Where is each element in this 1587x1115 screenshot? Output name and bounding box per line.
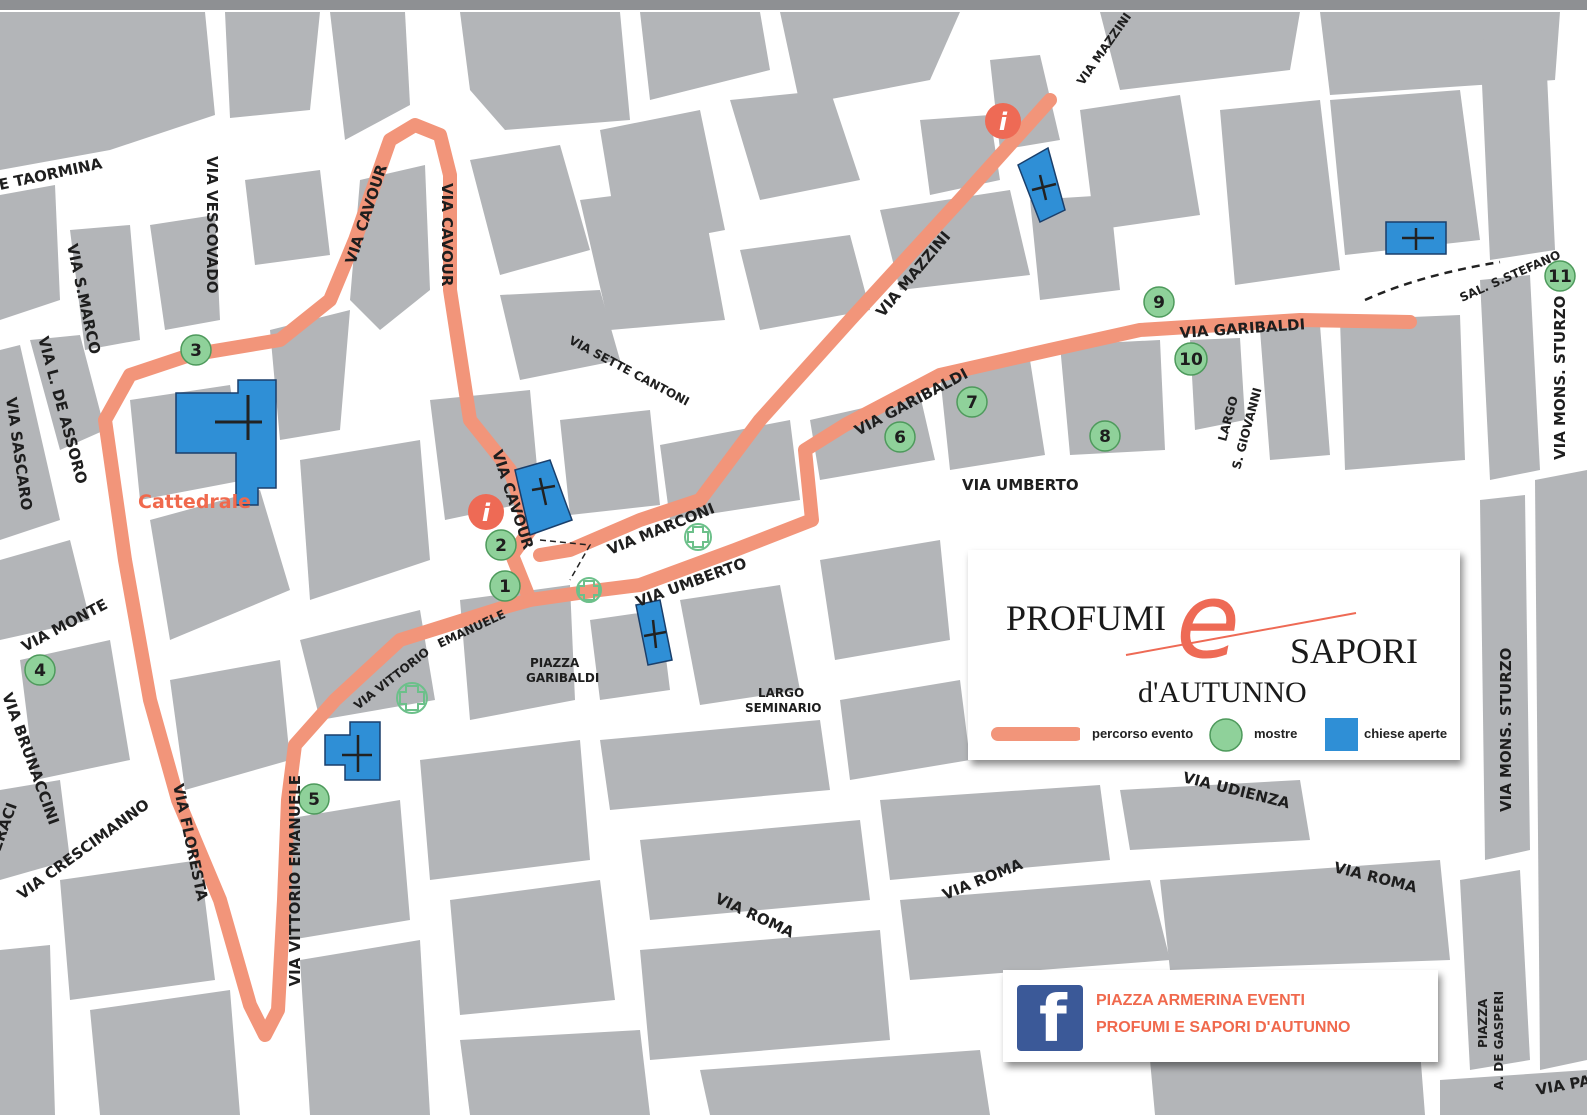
svg-text:11: 11 (1548, 267, 1572, 287)
legend-title-profumi: PROFUMI (1006, 598, 1167, 638)
map-legend: PROFUMI e SAPORI d'AUTUNNO percorso even… (968, 550, 1460, 760)
exhibition-marker-3: 3 (180, 334, 212, 366)
street-label-largo-seminario-2: SEMINARIO (745, 701, 821, 715)
street-label-via-sette-cantoni: VIA SETTE CANTONI (567, 333, 692, 408)
exhibition-marker-2: 2 (485, 529, 517, 561)
exhibition-marker-5: 5 (298, 783, 330, 815)
legend-churches-label: chiese aperte (1364, 726, 1448, 741)
info-icon (985, 103, 1021, 139)
legend-row: percorso evento mostre chiese aperte (982, 718, 1452, 752)
open-churches (175, 146, 1447, 781)
street-label-via-cavour-mid: VIA CAVOUR (438, 183, 456, 287)
exhibition-marker-4: 4 (24, 654, 56, 686)
svg-text:10: 10 (1179, 350, 1203, 370)
legend-route-label: percorso evento (1092, 726, 1194, 741)
route-cattedrale-loop (98, 118, 537, 1042)
street-label-via-mons-sturzo-south: VIA MONS. STURZO (1497, 648, 1515, 812)
church-via-vittorio-emanuele (324, 721, 381, 781)
exhibition-marker-11: 11 (1544, 260, 1576, 292)
svg-text:9: 9 (1153, 293, 1165, 313)
street-label-piazza-garibaldi-1: PIAZZA (530, 656, 580, 670)
street-label-via-umberto-east: VIA UMBERTO (962, 476, 1079, 494)
info-icon (468, 494, 504, 530)
svg-text:3: 3 (190, 341, 202, 361)
legend-route-swatch (991, 727, 1080, 741)
street-label-largo-seminario-1: LARGO (758, 686, 804, 700)
church-s-stefano (1385, 221, 1447, 255)
svg-text:6: 6 (894, 428, 906, 448)
facebook-page-line-2: PROFUMI E SAPORI D'AUTUNNO (1096, 1019, 1351, 1036)
exhibition-marker-7: 7 (956, 386, 988, 418)
exhibition-markers[interactable]: 1 2 3 4 5 6 7 8 9 10 11 (24, 260, 1576, 815)
legend-title-swash: e (1125, 560, 1357, 675)
street-label-piazza-de-gasperi-2: A. DE GASPERI (1492, 991, 1506, 1090)
church-cattedrale (175, 379, 277, 506)
church-piazza-garibaldi (635, 599, 673, 666)
exhibition-marker-8: 8 (1089, 420, 1121, 452)
street-label-via-mons-sturzo-north: VIA MONS. STURZO (1551, 296, 1569, 460)
svg-text:4: 4 (34, 661, 46, 681)
exhibition-marker-6: 6 (884, 421, 916, 453)
svg-text:e: e (1176, 560, 1240, 675)
exhibition-marker-1: 1 (489, 570, 521, 602)
legend-title-sapori: SAPORI (1290, 631, 1419, 671)
svg-text:2: 2 (495, 536, 507, 556)
event-route (98, 93, 1417, 1042)
city-blocks (0, 12, 1587, 1115)
svg-text:i: i (482, 499, 491, 527)
facebook-icon[interactable]: f (1017, 983, 1083, 1057)
svg-text:5: 5 (308, 790, 320, 810)
exhibition-marker-10: 10 (1174, 342, 1208, 376)
svg-text:1: 1 (499, 577, 511, 597)
landmark-label-cattedrale: Cattedrale (138, 491, 251, 513)
street-label-piazza-de-gasperi-1: PIAZZA (1476, 998, 1490, 1048)
pharmacy-icons (396, 523, 712, 714)
info-point-mazzini[interactable]: i (985, 103, 1021, 139)
svg-text:i: i (999, 108, 1008, 136)
street-label-piazza-garibaldi-2: GARIBALDI (526, 671, 599, 685)
church-via-cavour (514, 459, 573, 536)
exhibition-marker-9: 9 (1143, 286, 1175, 318)
facebook-page-line-1: PIAZZA ARMERINA EVENTI (1096, 992, 1305, 1009)
church-via-mazzini (1017, 146, 1066, 224)
legend-title-autunno: d'AUTUNNO (1138, 676, 1307, 709)
legend-church-swatch (1325, 718, 1358, 751)
legend-exhibit-swatch (1209, 718, 1243, 752)
svg-text:8: 8 (1099, 427, 1111, 447)
street-label-via-vescovado: VIA VESCOVADO (203, 156, 221, 293)
legend-exhibits-label: mostre (1254, 726, 1298, 741)
pharmacy-icon-1 (684, 523, 712, 551)
cavour-dashed-link (539, 539, 592, 581)
svg-text:7: 7 (966, 393, 978, 413)
street-label-via-vittorio-emanuele: VIA VITTORIO EMANUELE (286, 775, 304, 986)
pharmacy-icon-2 (576, 577, 602, 603)
route-via-umberto-garibaldi (523, 313, 1417, 607)
map-top-border (0, 0, 1587, 10)
info-point-cavour[interactable]: i (468, 494, 504, 530)
facebook-callout[interactable]: f PIAZZA ARMERINA EVENTI PROFUMI E SAPOR… (1003, 970, 1438, 1062)
pharmacy-icon-3 (396, 682, 428, 714)
route-via-mazzini (533, 93, 1057, 562)
